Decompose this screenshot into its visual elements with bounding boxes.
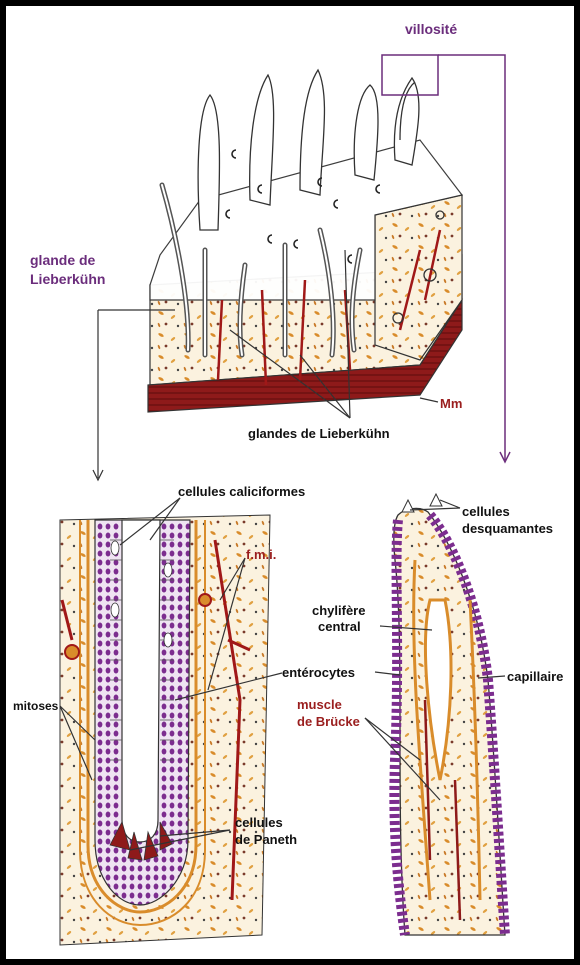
label-desquamantes-2: desquamantes bbox=[462, 521, 553, 536]
top-mucosa-block bbox=[93, 55, 510, 480]
label-chylifere-2: central bbox=[318, 619, 361, 634]
label-glande-de: glande de bbox=[30, 252, 95, 269]
crypt-detail bbox=[60, 498, 282, 945]
villus-4 bbox=[354, 85, 378, 180]
label-villosite: villosité bbox=[405, 21, 457, 38]
villus-detail bbox=[365, 494, 505, 935]
label-muscle-1: muscle bbox=[297, 697, 342, 712]
label-lieberkuhn: Lieberkühn bbox=[30, 271, 105, 288]
vessel-cross-section bbox=[65, 645, 79, 659]
label-muscle-2: de Brücke bbox=[297, 714, 360, 729]
label-capillaire: capillaire bbox=[507, 669, 563, 684]
mm-pointer bbox=[420, 398, 438, 402]
crypt-lumen bbox=[122, 520, 160, 842]
label-chylifere-1: chylifère bbox=[312, 603, 365, 618]
label-mitoses: mitoses bbox=[13, 699, 58, 714]
label-enterocytes: entérocytes bbox=[282, 665, 355, 680]
label-paneth-2: de Paneth bbox=[235, 832, 297, 847]
label-desquamantes-1: cellules bbox=[462, 504, 510, 519]
label-mm: Mm bbox=[440, 396, 462, 411]
label-paneth-1: cellules bbox=[235, 815, 283, 830]
villus-1 bbox=[198, 95, 219, 230]
villus-3 bbox=[300, 70, 324, 195]
label-fmi: f.m.i. bbox=[246, 547, 276, 562]
label-cellules-caliciformes: cellules caliciformes bbox=[178, 484, 305, 499]
label-glandes-de-lieberkuhn: glandes de Lieberkühn bbox=[248, 426, 390, 441]
